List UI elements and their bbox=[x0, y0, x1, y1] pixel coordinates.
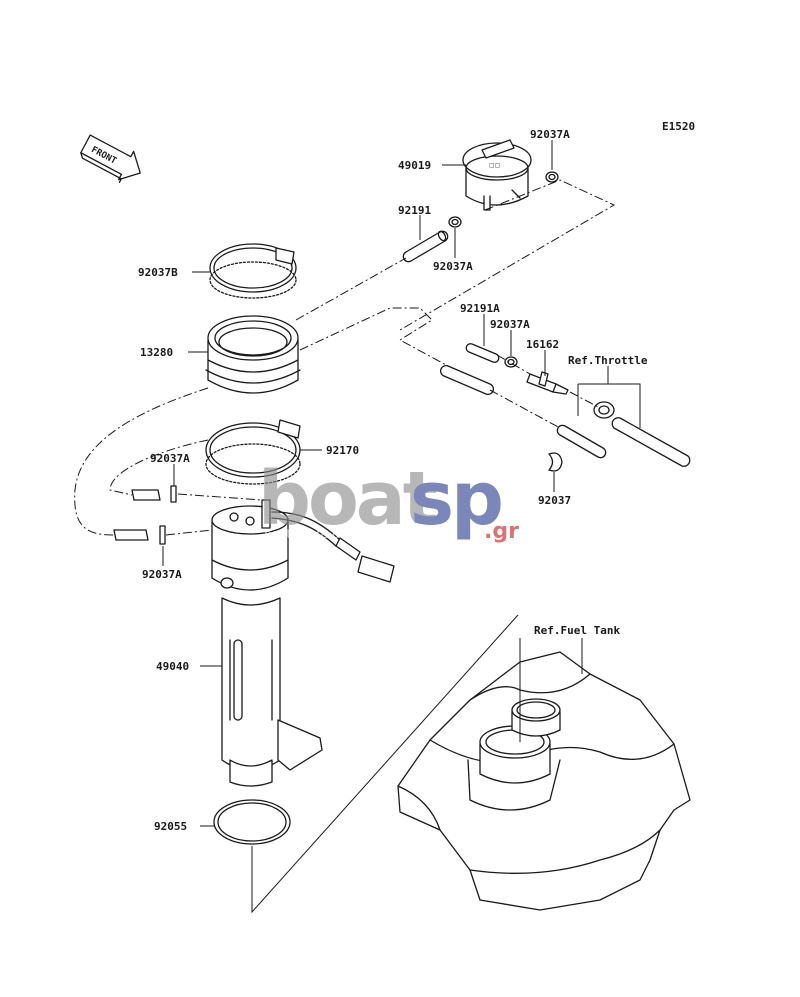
clamp-92170 bbox=[205, 419, 301, 485]
watermark-brand-sp: sp bbox=[410, 456, 501, 542]
label-92191: 92191 bbox=[398, 204, 431, 217]
hose-clamp-92037A-top bbox=[545, 171, 559, 183]
label-49040: 49040 bbox=[156, 660, 189, 673]
clip-92037 bbox=[548, 452, 563, 472]
clamp-throttle bbox=[593, 401, 615, 419]
pin-92037A-1 bbox=[170, 485, 177, 503]
label-ref-fuel-tank: Ref.Fuel Tank bbox=[534, 624, 620, 637]
svg-text:▢▢: ▢▢ bbox=[489, 162, 500, 169]
diagram-code: E1520 bbox=[662, 120, 695, 133]
hose-92191 bbox=[402, 230, 449, 263]
pin-92037A-2 bbox=[159, 525, 166, 545]
label-92055: 92055 bbox=[154, 820, 187, 833]
fuel-filter-49019: ▢▢ bbox=[462, 139, 532, 211]
fuel-pump-49040 bbox=[211, 499, 395, 787]
label-92037B: 92037B bbox=[138, 266, 178, 279]
hose-lower-left bbox=[440, 364, 494, 396]
hose-92191A bbox=[465, 343, 500, 363]
label-92170: 92170 bbox=[326, 444, 359, 457]
label-92037A-top: 92037A bbox=[530, 128, 570, 141]
label-92037A-mid: 92037A bbox=[433, 260, 473, 273]
hose-stub-2 bbox=[113, 529, 149, 541]
hose-throttle bbox=[611, 417, 691, 467]
fitting-16162 bbox=[526, 371, 569, 395]
hose-clamp-92037A-mid bbox=[448, 216, 462, 228]
label-49019: 49019 bbox=[398, 159, 431, 172]
label-92037A-left1: 92037A bbox=[150, 452, 190, 465]
label-16162: 16162 bbox=[526, 338, 559, 351]
label-92037: 92037 bbox=[538, 494, 571, 507]
clamp-92037B bbox=[209, 243, 297, 299]
watermark-tagline: boat spare parts bbox=[264, 527, 363, 541]
coupling-13280 bbox=[205, 315, 301, 394]
label-92037A-left2: 92037A bbox=[142, 568, 182, 581]
hose-stub-1 bbox=[131, 489, 161, 501]
label-ref-throttle: Ref.Throttle bbox=[568, 354, 648, 367]
front-arrow-icon: FRONT bbox=[80, 134, 141, 183]
label-92037A-right: 92037A bbox=[490, 318, 530, 331]
watermark-brand-suffix: .gr bbox=[484, 519, 519, 544]
label-92191A: 92191A bbox=[460, 302, 500, 315]
o-ring-92055 bbox=[213, 799, 291, 845]
watermark-logo: boat sp .gr boat spare parts bbox=[258, 456, 519, 544]
fuel-tank bbox=[397, 651, 691, 911]
hose-short bbox=[556, 424, 607, 459]
label-13280: 13280 bbox=[140, 346, 173, 359]
watermark-brand-boat: boat bbox=[258, 456, 437, 542]
